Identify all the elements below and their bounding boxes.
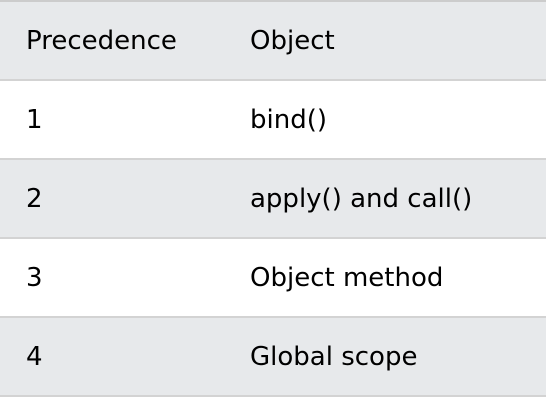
- object-cell: bind(): [250, 104, 327, 135]
- table-row: 1 bind(): [0, 81, 546, 160]
- table-row: 3 Object method: [0, 239, 546, 318]
- header-precedence: Precedence: [26, 25, 177, 56]
- precedence-cell: 4: [26, 341, 43, 372]
- precedence-cell: 2: [26, 183, 43, 214]
- object-cell: Global scope: [250, 341, 418, 372]
- precedence-cell: 3: [26, 262, 43, 293]
- header-object: Object: [250, 25, 335, 56]
- object-cell: apply() and call(): [250, 183, 473, 214]
- precedence-cell: 1: [26, 104, 43, 135]
- object-cell: Object method: [250, 262, 444, 293]
- table-header-row: Precedence Object: [0, 2, 546, 81]
- table-row: 2 apply() and call(): [0, 160, 546, 239]
- table-row: 4 Global scope: [0, 318, 546, 397]
